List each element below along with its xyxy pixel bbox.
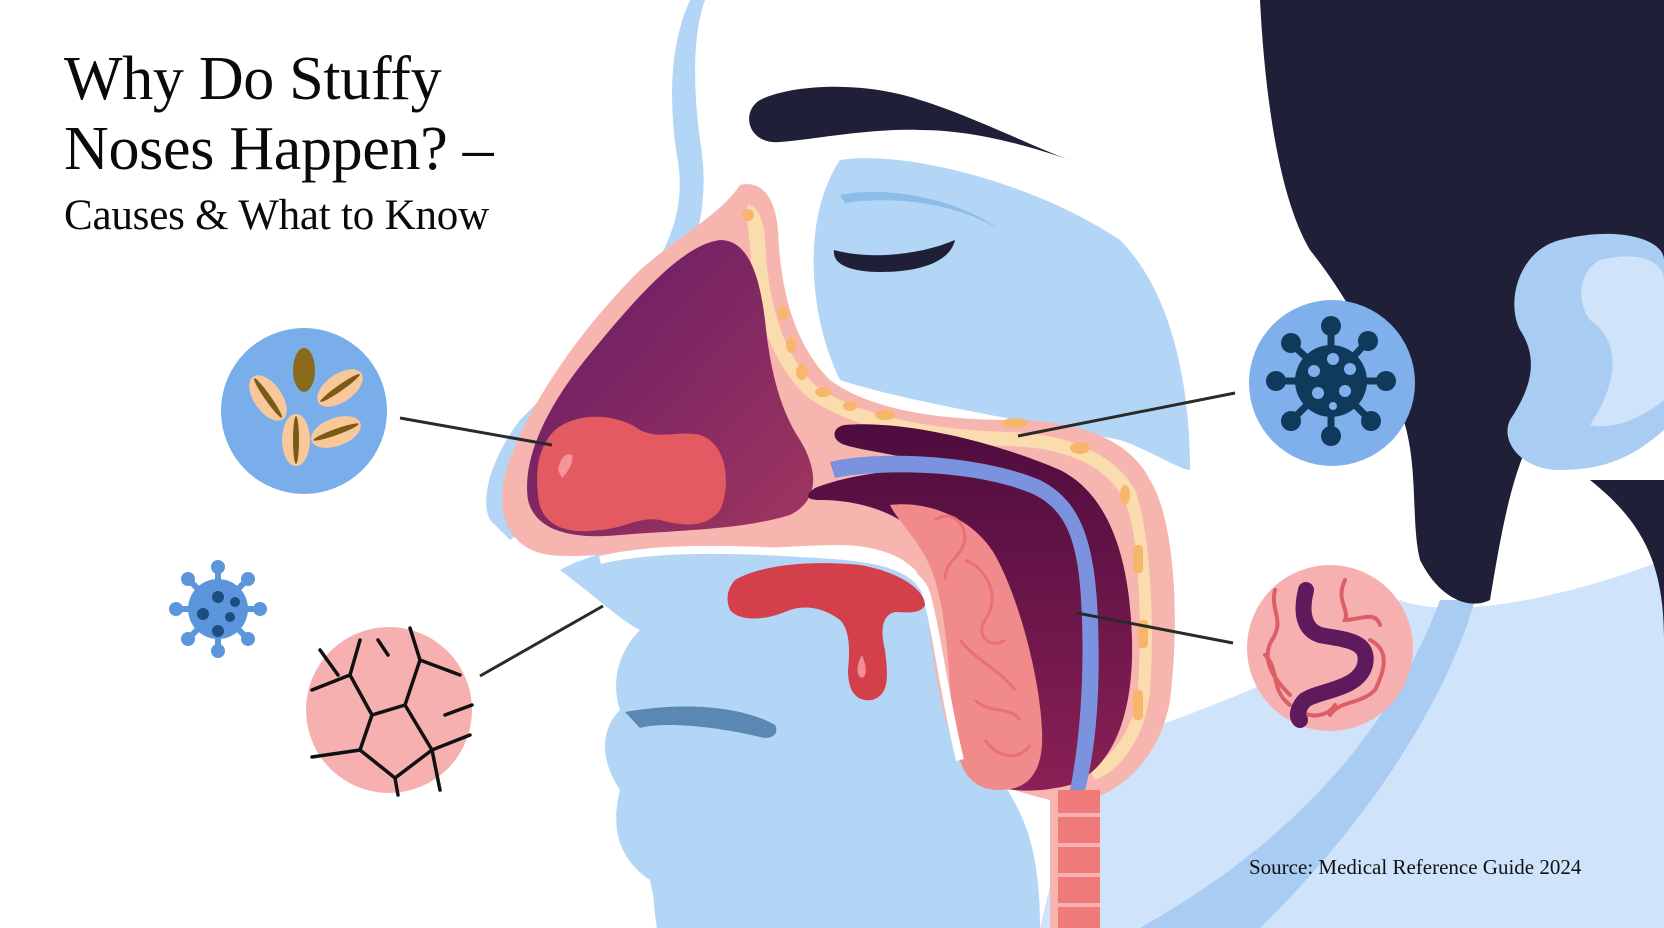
eye-socket: [813, 158, 1190, 471]
closed-eye: [833, 240, 955, 272]
tissue-folds: [934, 514, 1032, 758]
trachea: [1058, 790, 1100, 928]
title-line-1: Why Do Stuffy: [64, 45, 442, 113]
virus-callout: [1249, 300, 1415, 466]
inflamed-tissue-icon: [1263, 578, 1386, 728]
eyebrow: [749, 86, 1070, 160]
inflamed-tissue-callout: [1247, 565, 1413, 731]
callout-lines: [399, 391, 1236, 678]
back-hair: [1590, 480, 1664, 640]
virus-icon-small: [169, 560, 267, 658]
pollen-icon: [249, 348, 363, 466]
subtitle: Causes & What to Know: [64, 192, 489, 239]
swollen-turbinate: [537, 416, 726, 532]
shoulder-shape: [1140, 600, 1475, 928]
lower-face: [560, 543, 1040, 928]
palate-gap: [599, 545, 964, 761]
brow-ridge: [840, 191, 1000, 230]
turbinate-highlight: [558, 454, 573, 478]
mucus-drop-highlight: [857, 655, 866, 678]
title-line-2: Noses Happen? –: [64, 115, 494, 183]
pollen-callout: [221, 328, 387, 494]
page-title: Why Do Stuffy Noses Happen? – Causes & W…: [64, 45, 494, 239]
source-caption: Source: Medical Reference Guide 2024: [1249, 855, 1582, 879]
hair: [1260, 0, 1664, 604]
bone-dots: [742, 209, 1148, 720]
chin-neck-line: [652, 839, 663, 928]
ear-inner: [1581, 256, 1664, 427]
trachea-rings: [1058, 813, 1100, 907]
virus-icon: [1266, 316, 1396, 446]
mouth-line: [625, 706, 777, 738]
dry-tissue-callout: [306, 626, 474, 797]
mucus-drip: [727, 563, 925, 701]
neck-shape: [1040, 560, 1664, 928]
dry-cracked-tissue-icon: [310, 626, 474, 797]
